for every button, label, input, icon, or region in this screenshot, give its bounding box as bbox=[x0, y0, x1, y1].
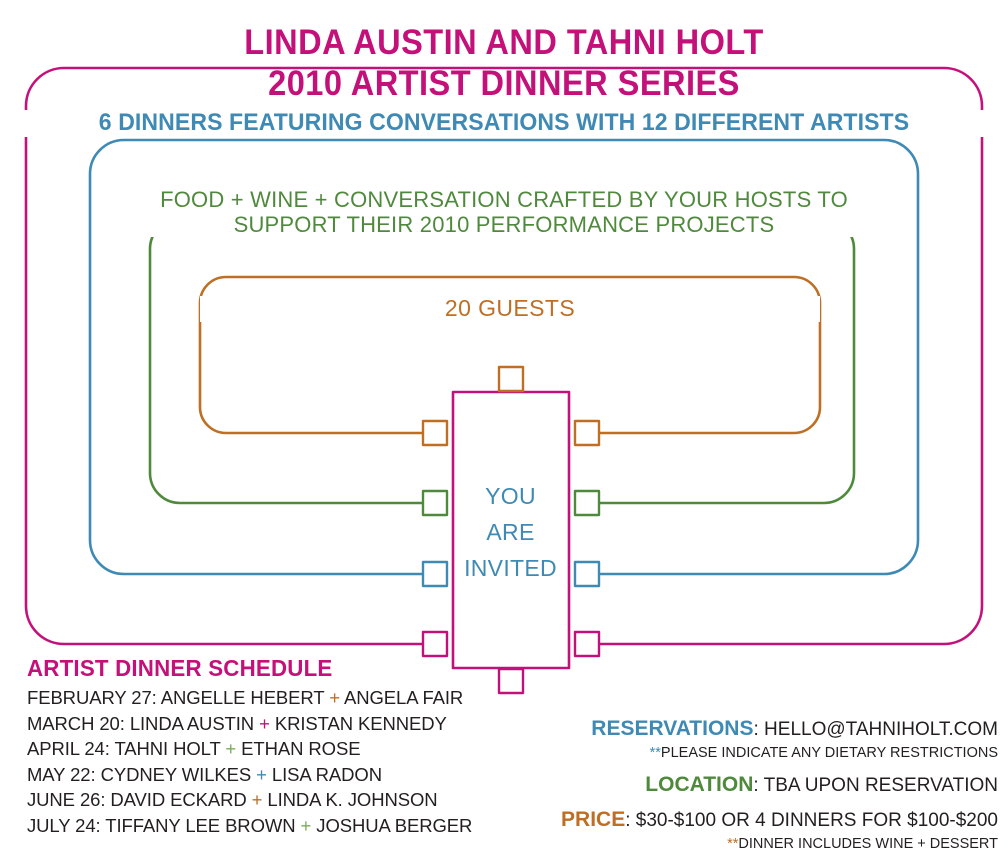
invite-text: YOU ARE INVITED bbox=[452, 478, 569, 586]
dietary-note-text: PLEASE INDICATE ANY DIETARY RESTRICTIONS bbox=[660, 745, 998, 761]
schedule-row-plus: + bbox=[251, 789, 263, 810]
orange-band-label: 20 GUESTS bbox=[200, 295, 820, 322]
schedule-row: APRIL 24: TAHNI HOLT + ETHAN ROSE bbox=[27, 736, 497, 762]
connector-square-orange-left bbox=[421, 419, 449, 447]
schedule-row-artist-1: TIFFANY LEE BROWN bbox=[105, 814, 301, 836]
schedule-row-artist-2: LINDA K. JOHNSON bbox=[262, 789, 438, 810]
dinner-note-text: DINNER INCLUDES WINE + DESSERT bbox=[738, 836, 998, 852]
schedule-row-artist-2: KRISTAN KENNEDY bbox=[269, 712, 447, 734]
schedule-row-artist-1: ANGELLE HEBERT bbox=[160, 687, 330, 708]
connector-square-orange-right bbox=[573, 419, 601, 447]
location-label: LOCATION bbox=[645, 773, 754, 796]
reservations-separator: : bbox=[753, 719, 765, 740]
schedule-heading: ARTIST DINNER SCHEDULE bbox=[27, 655, 333, 681]
schedule-row-plus: + bbox=[329, 687, 340, 708]
schedule-row: JUNE 26: DAVID ECKARD + LINDA K. JOHNSON bbox=[27, 787, 497, 813]
schedule-row-date: APRIL 24: bbox=[27, 738, 115, 759]
schedule-row-plus: + bbox=[225, 738, 237, 759]
schedule-row-date: JUNE 26: bbox=[27, 789, 111, 810]
blue-band-label: 6 DINNERS FEATURING CONVERSATIONS WITH 1… bbox=[20, 109, 988, 137]
connector-square-magenta-left bbox=[421, 630, 449, 658]
event-info-block: RESERVATIONS: HELLO@TAHNIHOLT.COM **PLEA… bbox=[498, 716, 998, 855]
schedule-row-date: MARCH 20: bbox=[27, 712, 130, 734]
reservations-line: RESERVATIONS: HELLO@TAHNIHOLT.COM bbox=[498, 716, 998, 743]
connector-square-magenta-bottom bbox=[497, 667, 525, 695]
artist-dinner-schedule: ARTIST DINNER SCHEDULE FEBRUARY 27: ANGE… bbox=[27, 655, 497, 838]
dinner-note-stars: ** bbox=[727, 836, 739, 852]
schedule-row-date: FEBRUARY 27: bbox=[27, 687, 161, 708]
price-line: PRICE: $30-$100 OR 4 DINNERS FOR $100-$2… bbox=[498, 807, 998, 834]
location-line: LOCATION: TBA UPON RESERVATION bbox=[498, 772, 998, 799]
poster-title: LINDA AUSTIN AND TAHNI HOLT 2010 ARTIST … bbox=[0, 22, 1008, 104]
dietary-note-line: **PLEASE INDICATE ANY DIETARY RESTRICTIO… bbox=[498, 743, 998, 764]
schedule-row-artist-1: DAVID ECKARD bbox=[110, 789, 252, 810]
dinner-note-line: **DINNER INCLUDES WINE + DESSERT bbox=[498, 834, 998, 855]
connector-square-magenta-right bbox=[573, 630, 601, 658]
connector-square-orange-top bbox=[497, 365, 525, 393]
location-separator: : bbox=[753, 775, 764, 796]
invite-line-2: ARE bbox=[486, 519, 535, 545]
info-spacer-2 bbox=[498, 799, 998, 807]
schedule-row-date: JULY 24: bbox=[27, 814, 106, 836]
green-bracket bbox=[148, 217, 856, 505]
schedule-row-list: FEBRUARY 27: ANGELLE HEBERT + ANGELA FAI… bbox=[27, 685, 497, 838]
green-band-line-1: FOOD + WINE + CONVERSATION CRAFTED BY YO… bbox=[160, 187, 848, 212]
invite-line-3: INVITED bbox=[464, 555, 557, 581]
info-spacer-1 bbox=[498, 764, 998, 772]
price-separator: : bbox=[625, 810, 636, 831]
dietary-note-stars: ** bbox=[649, 745, 661, 761]
schedule-row: MAY 22: CYDNEY WILKES + LISA RADON bbox=[27, 762, 497, 788]
schedule-row: MARCH 20: LINDA AUSTIN + KRISTAN KENNEDY bbox=[27, 711, 497, 737]
schedule-row-artist-1: CYDNEY WILKES bbox=[100, 763, 257, 785]
title-line-1: LINDA AUSTIN AND TAHNI HOLT bbox=[244, 23, 764, 62]
location-value: TBA UPON RESERVATION bbox=[763, 775, 998, 796]
schedule-row-date: MAY 22: bbox=[27, 763, 101, 785]
schedule-row-artist-2: ANGELA FAIR bbox=[339, 687, 464, 708]
reservations-email[interactable]: HELLO@TAHNIHOLT.COM bbox=[764, 719, 998, 740]
schedule-row-artist-1: LINDA AUSTIN bbox=[129, 712, 260, 734]
connector-square-blue-left bbox=[421, 560, 449, 588]
green-band-label: FOOD + WINE + CONVERSATION CRAFTED BY YO… bbox=[104, 187, 904, 238]
title-line-2: 2010 ARTIST DINNER SERIES bbox=[268, 64, 740, 103]
schedule-row-artist-1: TAHNI HOLT bbox=[114, 738, 226, 759]
schedule-row-artist-2: ETHAN ROSE bbox=[236, 738, 361, 759]
schedule-row-plus: + bbox=[300, 814, 312, 836]
price-label: PRICE bbox=[561, 808, 626, 831]
price-value: $30-$100 OR 4 DINNERS FOR $100-$200 bbox=[635, 810, 998, 831]
schedule-row-plus: + bbox=[259, 712, 270, 734]
invite-line-1: YOU bbox=[485, 483, 536, 509]
schedule-row: JULY 24: TIFFANY LEE BROWN + JOSHUA BERG… bbox=[27, 813, 497, 839]
reservations-label: RESERVATIONS bbox=[591, 717, 754, 740]
connector-square-green-right bbox=[573, 489, 601, 517]
schedule-row-plus: + bbox=[256, 763, 267, 785]
schedule-row-artist-2: JOSHUA BERGER bbox=[311, 814, 473, 836]
green-band-line-2: SUPPORT THEIR 2010 PERFORMANCE PROJECTS bbox=[233, 211, 775, 237]
schedule-row: FEBRUARY 27: ANGELLE HEBERT + ANGELA FAI… bbox=[27, 685, 497, 711]
schedule-row-artist-2: LISA RADON bbox=[266, 763, 382, 785]
connector-square-blue-right bbox=[573, 560, 601, 588]
connector-square-green-left bbox=[421, 489, 449, 517]
